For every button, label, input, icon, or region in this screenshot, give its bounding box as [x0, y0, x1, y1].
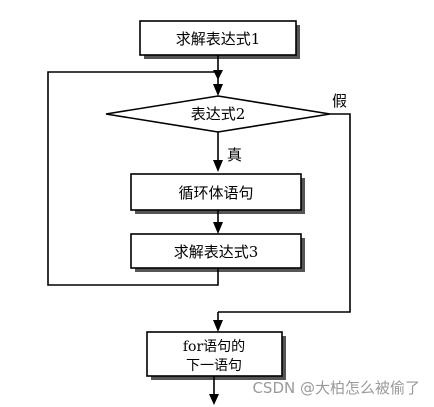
node-condition-expr2: 表达式2 — [105, 95, 331, 133]
node-next-statement: for语句的 下一语句 — [146, 331, 286, 380]
arrowhead-body-to-expr3 — [213, 222, 223, 234]
node-next-statement-line2: 下一语句 — [186, 358, 242, 374]
node-loop-body-label: 循环体语句 — [178, 184, 253, 202]
arrowhead-false-to-next — [213, 320, 223, 332]
node-loop-body: 循环体语句 — [130, 173, 305, 214]
arrowhead-loop-back — [213, 70, 223, 80]
arrowhead-next-out — [209, 394, 219, 405]
arrowhead-expr1-to-expr2 — [213, 84, 223, 96]
edge-true-label: 真 — [227, 146, 242, 164]
edge-loop-back — [47, 71, 218, 286]
node-solve-expr1: 求解表达式1 — [139, 20, 300, 59]
node-solve-expr3: 求解表达式3 — [130, 233, 305, 272]
watermark-text: CSDN @大柏怎么被偷了 — [252, 379, 420, 397]
edge-false-label: 假 — [332, 92, 347, 110]
node-solve-expr3-label: 求解表达式3 — [174, 243, 259, 261]
node-next-statement-line1: for语句的 — [183, 339, 245, 355]
edge-false-branch — [218, 113, 351, 313]
edge-expr3-to-loop — [131, 268, 219, 286]
node-condition-expr2-label: 表达式2 — [191, 105, 246, 123]
arrowhead-true-branch — [213, 160, 223, 172]
node-solve-expr1-label: 求解表达式1 — [176, 30, 261, 48]
